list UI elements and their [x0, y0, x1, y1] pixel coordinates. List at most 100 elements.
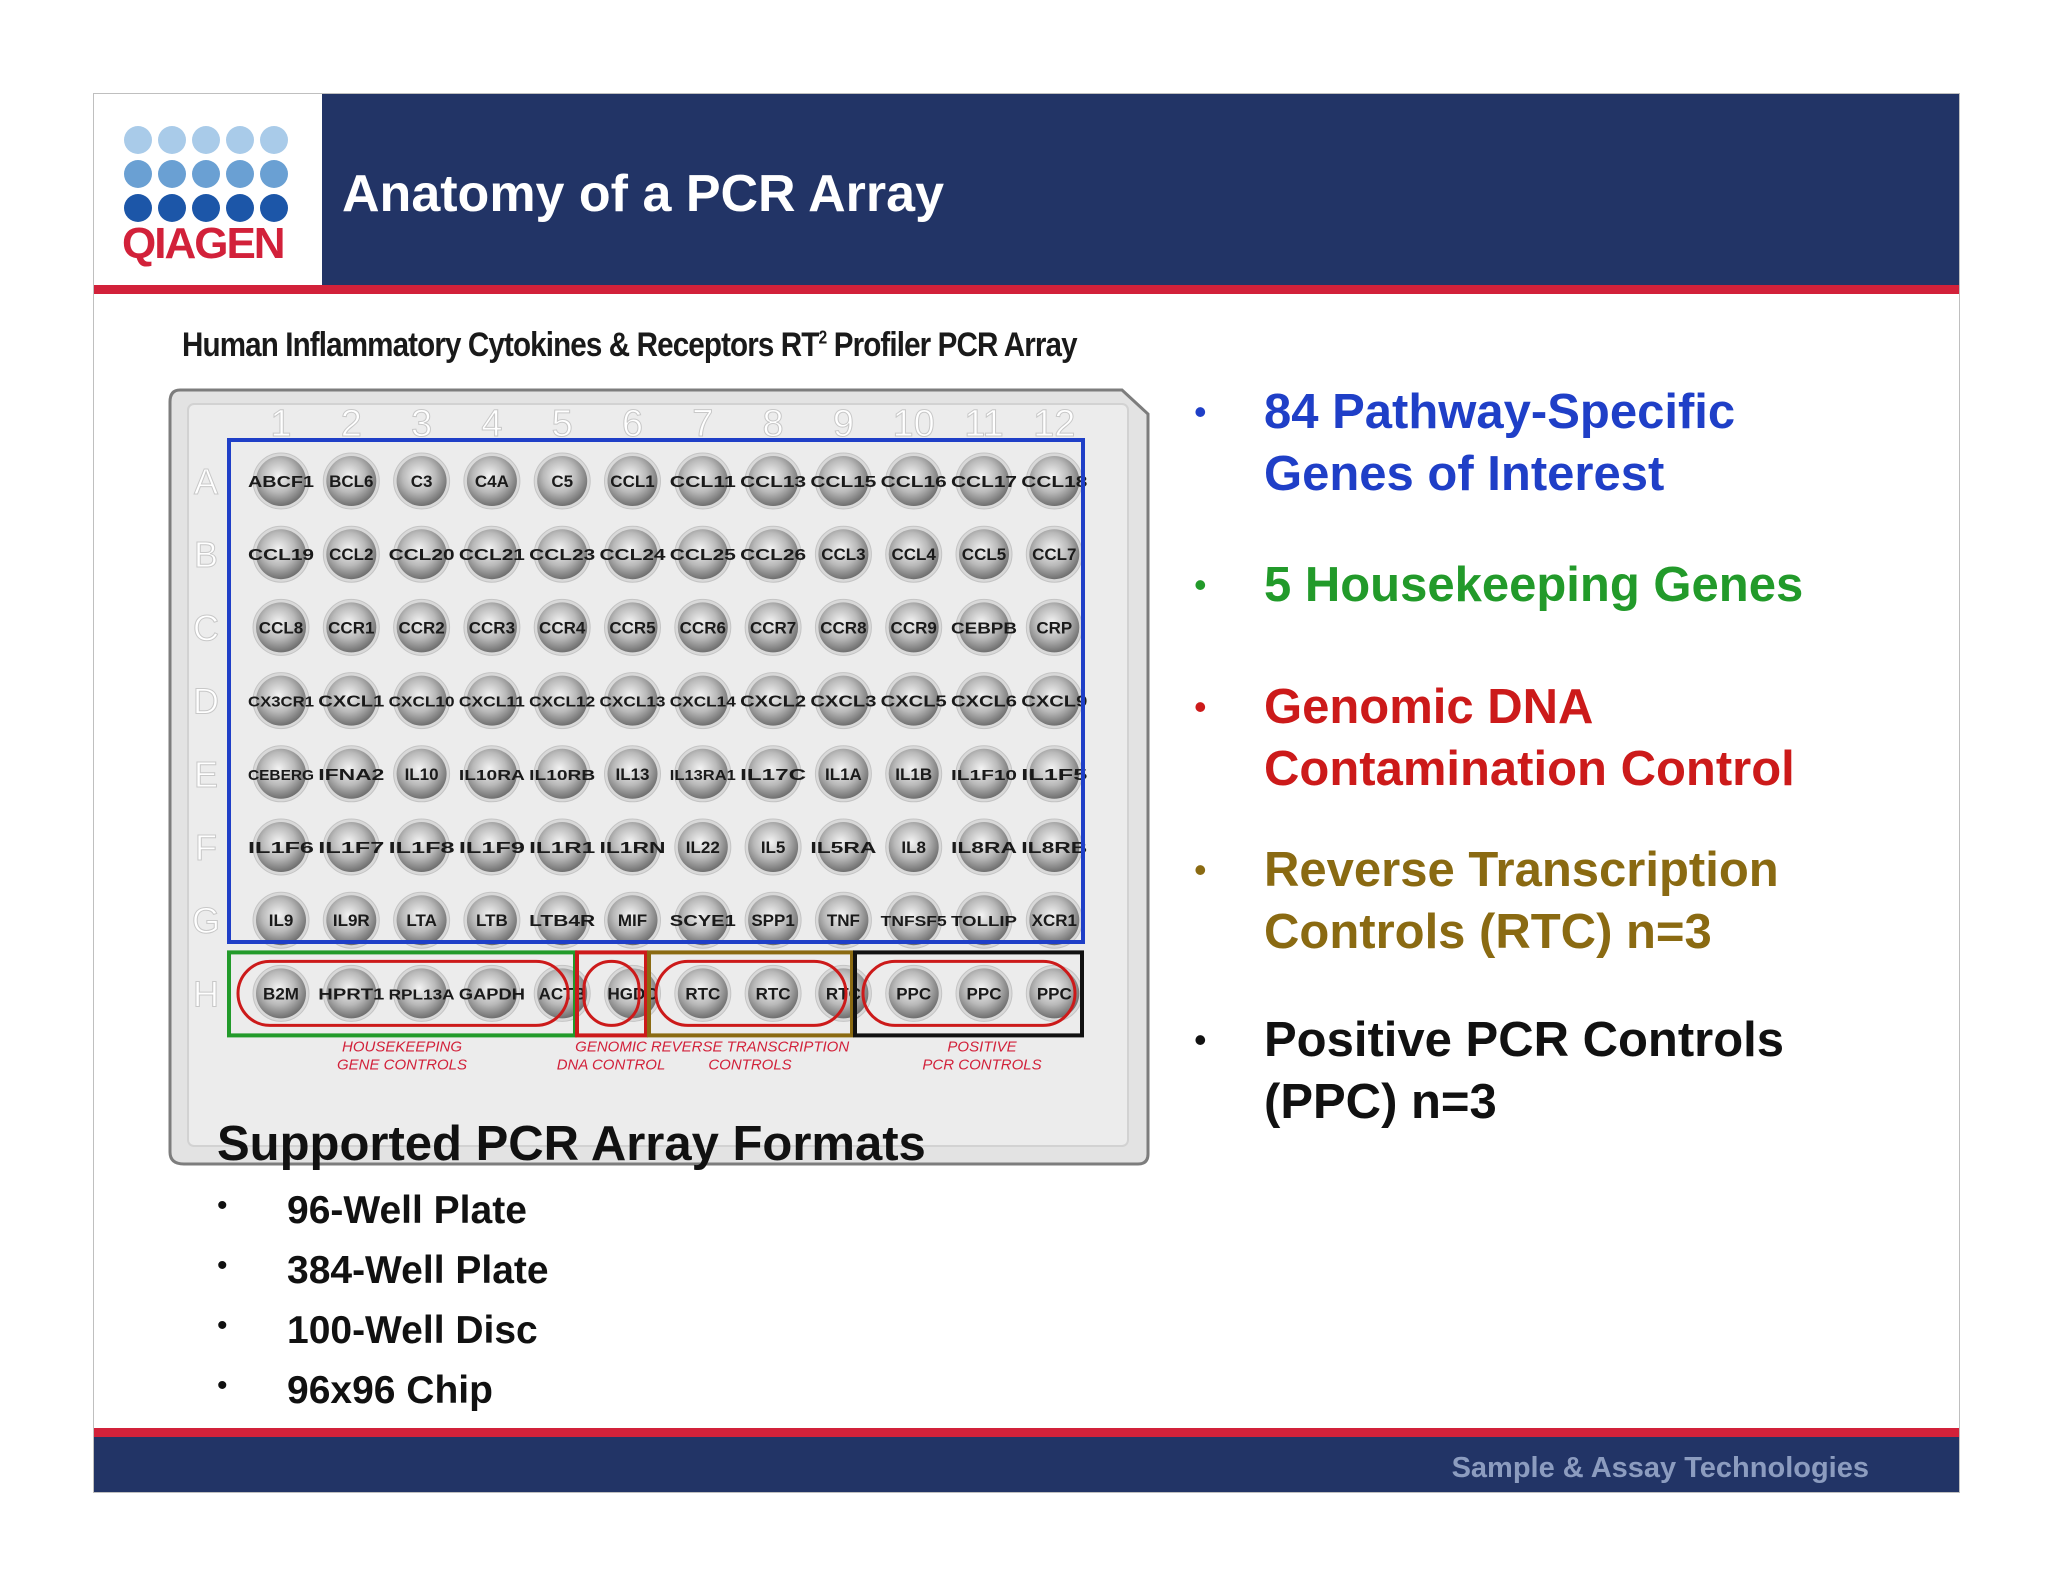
- header-red-line: [94, 285, 1959, 294]
- well-label: IL1A: [825, 765, 862, 784]
- well: [396, 529, 447, 580]
- format-item-label: 384-Well Plate: [287, 1249, 549, 1292]
- format-item-label: 96-Well Plate: [287, 1189, 527, 1232]
- well: [748, 968, 799, 1019]
- well: [1029, 748, 1080, 799]
- well: [888, 895, 939, 946]
- well-label: CCL4: [891, 545, 936, 564]
- well-label: CXCL2: [740, 694, 806, 711]
- well: [748, 895, 799, 946]
- well: [959, 456, 1009, 506]
- well-label: IL1F5: [1021, 767, 1087, 784]
- well: [677, 675, 728, 726]
- well-label: IL17C: [740, 767, 807, 784]
- well-label: CCL20: [389, 547, 455, 564]
- logo-dots-icon: [124, 126, 292, 226]
- well: [888, 456, 939, 506]
- bullet-line-1: Reverse Transcription: [1264, 843, 1779, 897]
- well-label: C4A: [475, 472, 509, 491]
- well: [256, 968, 306, 1019]
- well-label: CXCL1: [318, 694, 384, 711]
- well: [466, 529, 517, 580]
- logo-dot-icon: [260, 194, 288, 222]
- well-label: CCR1: [328, 618, 374, 637]
- bullet-dot-icon: •: [1194, 391, 1207, 432]
- well-label: CXCL13: [600, 694, 666, 711]
- logo-dot-icon: [260, 126, 288, 154]
- well: [1029, 895, 1080, 946]
- bullet-line-1: 84 Pathway-Specific: [1264, 385, 1736, 439]
- well-label: CXCL11: [459, 694, 525, 711]
- row-letter: B: [194, 534, 218, 575]
- group-label-line-2: CONTROLS: [708, 1056, 791, 1073]
- group-label-line-1: GENOMIC: [575, 1038, 647, 1055]
- well: [537, 895, 588, 946]
- bullet-line-2: Contamination Control: [1264, 742, 1795, 796]
- well-label: BCL6: [329, 472, 373, 491]
- column-number: 5: [552, 403, 573, 445]
- well: [959, 602, 1009, 653]
- well-label: CCR2: [398, 618, 444, 637]
- array-title-main: Human Inflammatory Cytokines & Receptors…: [182, 326, 819, 364]
- well-label: CCR6: [680, 618, 726, 637]
- well-label: IL13RA1: [670, 767, 736, 784]
- well-label: IL9R: [333, 911, 370, 930]
- well-label: IL1F8: [389, 840, 455, 857]
- well-label: CCL19: [248, 547, 314, 564]
- well-label: SPP1: [751, 911, 794, 930]
- well: [1029, 602, 1080, 653]
- group-label-line-2: PCR CONTROLS: [922, 1056, 1041, 1073]
- footer-red-line: [94, 1428, 1959, 1437]
- well-label: TOLLIP: [951, 913, 1017, 930]
- bullet-line-1: Genomic DNA: [1264, 680, 1594, 734]
- group-label-line-1: HOUSEKEEPING: [342, 1038, 462, 1055]
- well-label: IL1B: [895, 765, 932, 784]
- well: [256, 456, 306, 506]
- well-label: CEBERG: [248, 767, 314, 784]
- well: [466, 675, 517, 726]
- well: [748, 748, 799, 799]
- well: [396, 822, 447, 872]
- well: [326, 675, 377, 726]
- row-letter: F: [195, 827, 217, 868]
- well: [748, 456, 799, 506]
- well: [466, 602, 517, 653]
- well-label: IL1F9: [459, 840, 525, 857]
- well: [607, 822, 658, 872]
- slide-title: Anatomy of a PCR Array: [342, 165, 944, 223]
- logo-dot-icon: [158, 160, 186, 188]
- well: [326, 602, 377, 653]
- well-label: B2M: [263, 984, 299, 1003]
- well: [818, 895, 869, 946]
- well: [1029, 968, 1080, 1019]
- well: [256, 529, 306, 580]
- well: [537, 602, 588, 653]
- bullet-dot-icon: •: [1194, 1019, 1207, 1060]
- well: [818, 529, 869, 580]
- bullet-dot-icon: •: [217, 1369, 228, 1402]
- well: [326, 748, 377, 799]
- well-label: CCL2: [329, 545, 373, 564]
- group-label-line-1: POSITIVE: [947, 1038, 1017, 1055]
- well-label: IL1R1: [529, 840, 595, 857]
- well-label: CEBPB: [951, 620, 1017, 637]
- well-label: RTC: [756, 984, 791, 1003]
- well-label: IL10RB: [529, 767, 595, 784]
- well-label: C3: [411, 472, 433, 491]
- format-item-label: 96x96 Chip: [287, 1369, 493, 1412]
- well: [607, 456, 658, 506]
- well-label: IL5: [761, 838, 786, 857]
- well: [396, 748, 447, 799]
- well-label: TNF: [827, 911, 860, 930]
- feature-bullet-text: Genomic DNA Contamination Control: [1264, 676, 1924, 800]
- well: [888, 675, 939, 726]
- well-label: XCR1: [1032, 911, 1077, 930]
- well: [537, 675, 588, 726]
- well-label: CXCL6: [951, 694, 1017, 711]
- logo-dot-icon: [226, 126, 254, 154]
- genes-of-interest-box: [227, 438, 1085, 944]
- column-number: 3: [411, 403, 432, 445]
- column-number: 8: [763, 403, 784, 445]
- format-item-label: 100-Well Disc: [287, 1309, 538, 1352]
- well-label: CXCL12: [529, 694, 595, 711]
